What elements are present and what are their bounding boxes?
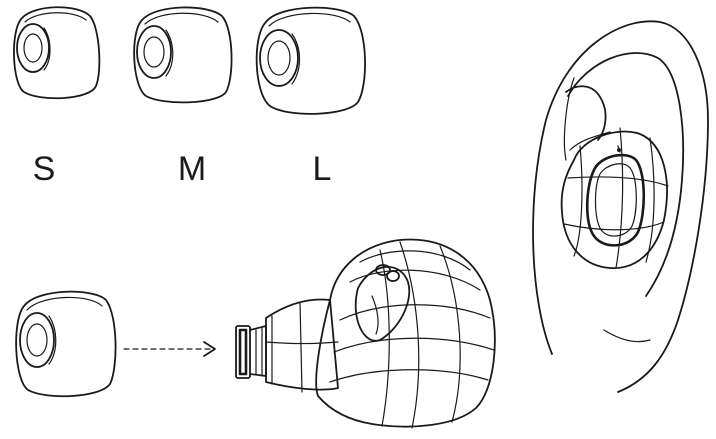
- size-label-s: S: [33, 150, 56, 188]
- ear-icon: [533, 21, 708, 392]
- dashed-arrow-icon: [124, 342, 215, 356]
- size-label-m: M: [178, 150, 206, 188]
- eartip-l-icon: [257, 8, 365, 114]
- eartip-s-icon: [14, 7, 99, 98]
- eartip-m-icon: [134, 7, 231, 102]
- earbud-icon: [236, 240, 495, 428]
- size-label-l: L: [313, 150, 332, 188]
- earbud-in-ear-icon: [562, 128, 668, 268]
- loose-eartip-icon: [16, 292, 115, 397]
